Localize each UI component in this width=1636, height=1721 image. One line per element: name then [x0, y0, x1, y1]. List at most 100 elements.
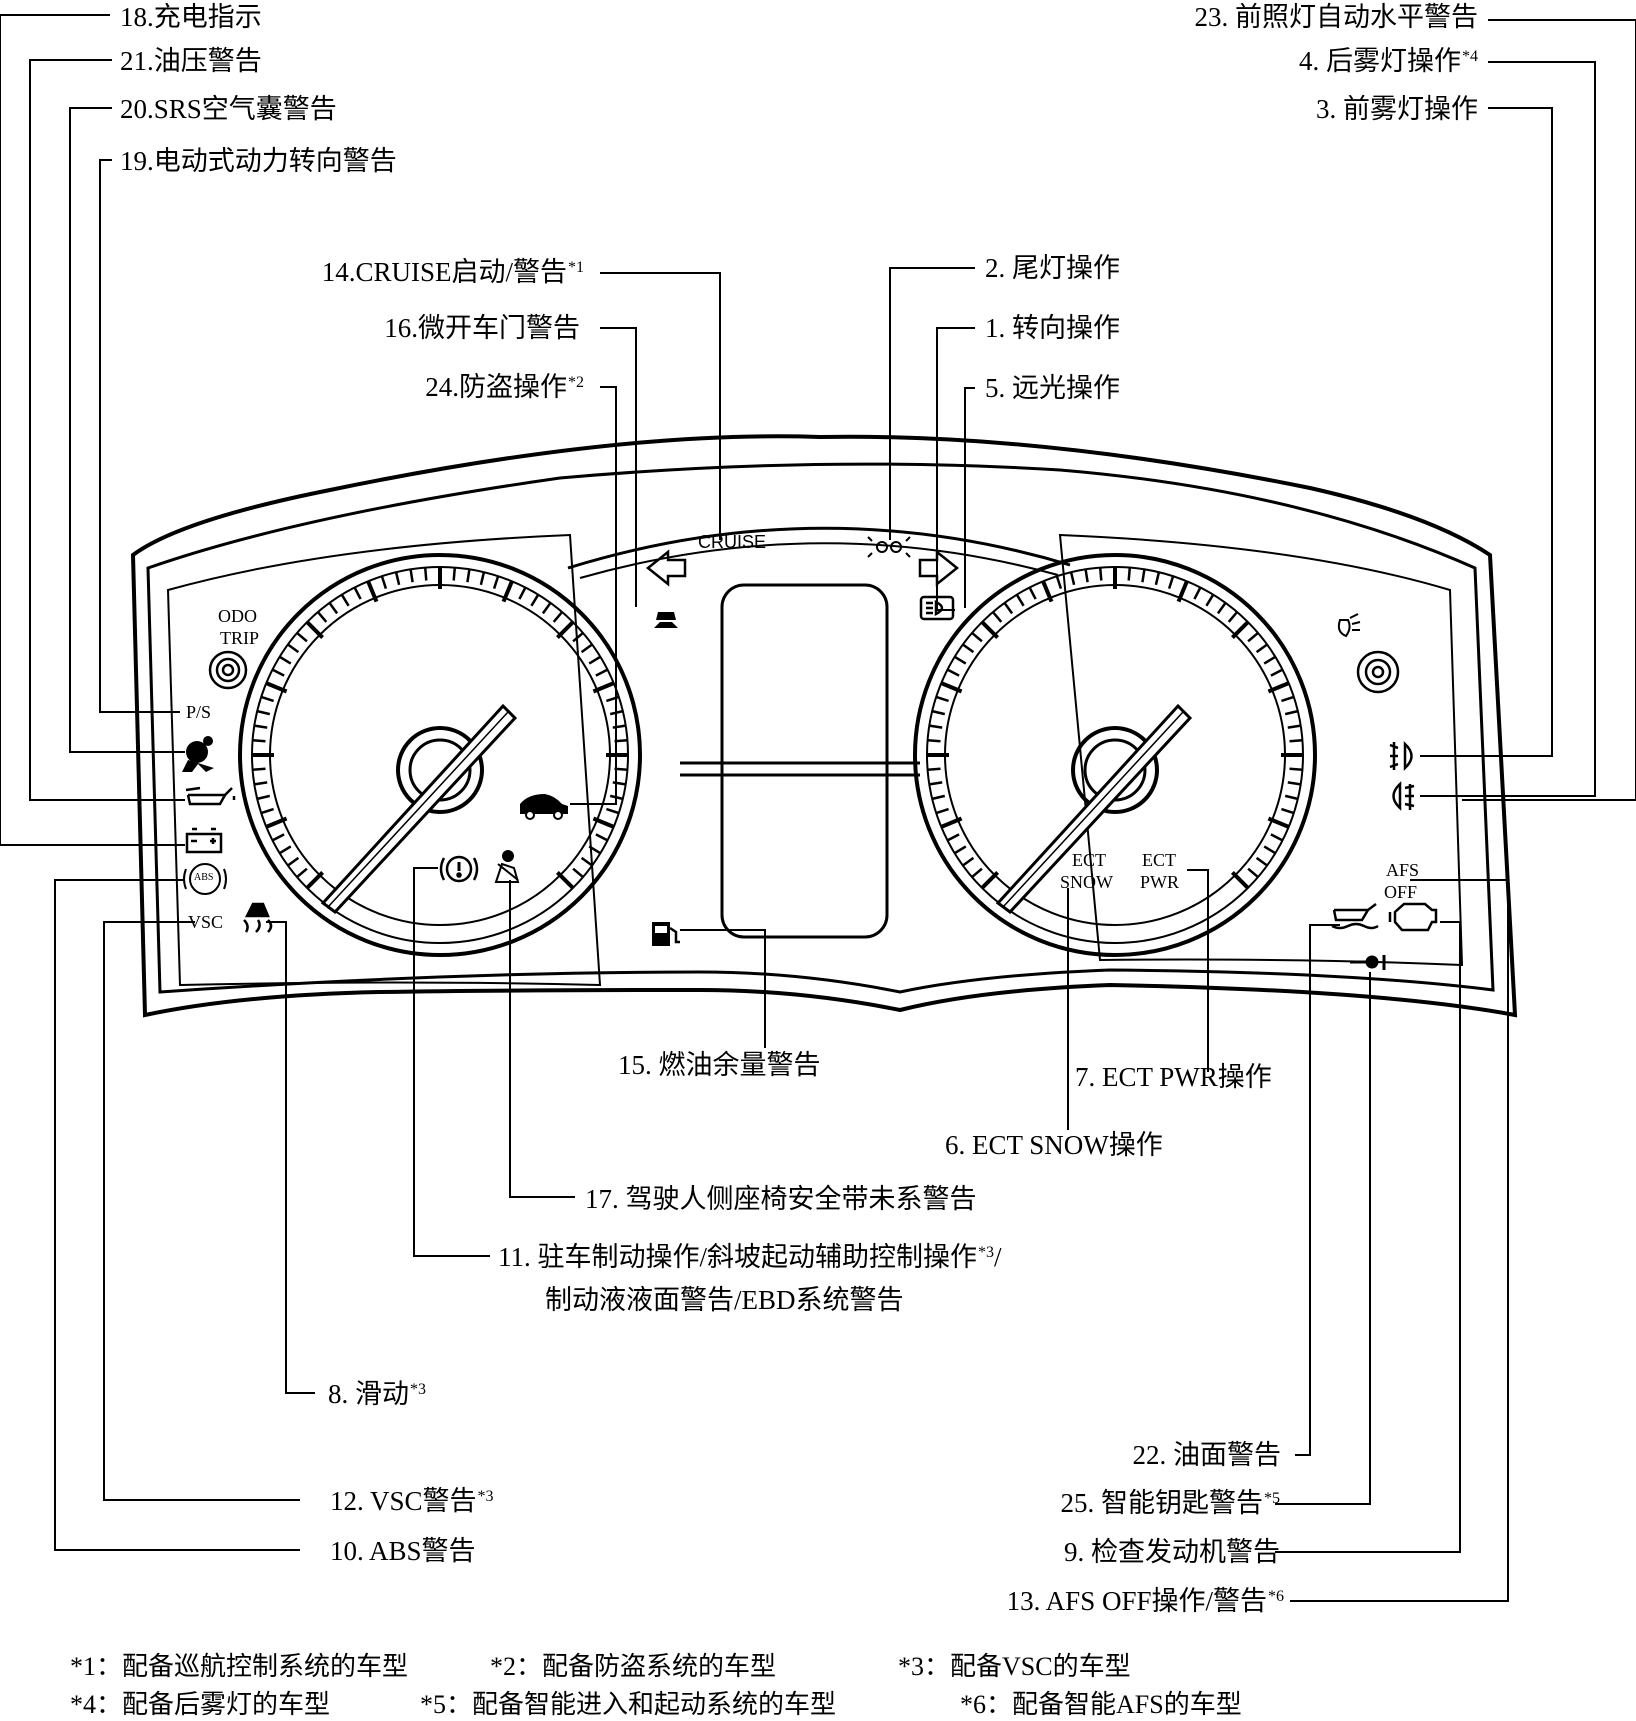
gauge-tick: [541, 602, 552, 615]
gauge-tick: [962, 643, 975, 654]
gauge-tick: [612, 781, 626, 786]
gauge-tick: [612, 724, 626, 729]
gauge-tick: [452, 567, 457, 581]
gauge-tick: [254, 724, 268, 729]
gauge-tick: [265, 681, 288, 694]
gauge-tick: [1098, 567, 1103, 581]
gauge-tick: [271, 833, 285, 842]
gauge-tick: [1281, 807, 1295, 815]
seatbelt-icon: [494, 850, 520, 883]
callout-7: 7. ECT PWR操作: [1075, 1062, 1272, 1092]
brake-icon: [439, 855, 479, 883]
gauge-tick: [328, 602, 339, 615]
gauge-tick: [588, 845, 601, 855]
gauge-tick: [927, 767, 941, 772]
gauge-tick: [1167, 575, 1175, 589]
gauge-tick: [1230, 870, 1250, 890]
odo-knob-icon[interactable]: [208, 650, 248, 690]
gauge-tick: [380, 575, 388, 589]
gauge-tick: [260, 695, 274, 703]
gauge-tick: [530, 594, 540, 607]
callout-11: 11. 驻车制动操作/斜坡起动辅助控制操作*3/: [498, 1242, 1002, 1272]
gauge-tick: [935, 695, 949, 703]
gauge-tick: [962, 856, 975, 867]
callout-2: 2. 尾灯操作: [985, 253, 1120, 283]
callout-25: 25. 智能钥匙警告*5: [1060, 1488, 1281, 1518]
left-gauge: [238, 553, 642, 957]
gauge-tick: [256, 709, 271, 716]
gauge-tick: [940, 816, 963, 829]
gauge-tick: [296, 631, 308, 643]
gauge-tick: [595, 668, 609, 677]
ect-snow-label-2: SNOW: [1060, 872, 1113, 892]
gauge-tick: [279, 845, 292, 855]
gauge-tick: [954, 845, 967, 855]
gauge-tick: [466, 569, 471, 583]
gauge-tick: [287, 856, 300, 867]
gauge-tick: [1284, 794, 1299, 801]
battery-icon: [185, 827, 223, 854]
gauge-tick: [1287, 724, 1301, 729]
gauge-tick: [1255, 643, 1268, 654]
callout-5: 5. 远光操作: [985, 373, 1120, 403]
afs-label-1: AFS: [1386, 860, 1420, 880]
gauge-tick: [555, 870, 575, 890]
gauge-tick: [991, 611, 1003, 623]
gauge-tick: [340, 594, 350, 607]
gauge-tick: [1227, 611, 1239, 623]
turn-left-icon: [645, 549, 687, 587]
fuel-icon: [652, 922, 680, 946]
footnote-2: *2：配备防盗系统的车型: [490, 1652, 777, 1681]
gauge-tick: [394, 571, 401, 586]
gauge-tick: [931, 794, 946, 801]
gauge-tick: [1289, 738, 1303, 743]
gauge-tick: [1205, 594, 1215, 607]
callout-19: 19.电动式动力转向警告: [120, 146, 397, 176]
gauge-tick: [1084, 569, 1089, 583]
gauge-tick: [929, 781, 943, 786]
gauge-tick: [1127, 567, 1132, 581]
gauge-tick: [592, 816, 615, 829]
gauge-tick: [946, 668, 960, 677]
gauge-tick: [1055, 575, 1063, 589]
gauge-tick: [271, 668, 285, 677]
gauge-tick: [1193, 586, 1202, 600]
gauge-tick: [946, 833, 960, 842]
center-display: [680, 583, 920, 939]
gauge-tick: [1003, 602, 1014, 615]
gauge-tick: [1267, 816, 1290, 829]
gauge-tick: [492, 575, 500, 589]
headlight-level-icon: [1337, 613, 1361, 638]
leader-lines: [0, 14, 1636, 1602]
gauge-tick: [606, 807, 620, 815]
dimmer-knob-icon[interactable]: [1356, 650, 1400, 694]
gauge-tick: [409, 569, 414, 583]
gauge-tick: [1028, 586, 1037, 600]
callout-11-line2: 制动液液面警告/EBD系统警告: [545, 1285, 904, 1315]
abs-label: ABS: [194, 872, 214, 883]
gauge-tick: [254, 781, 268, 786]
gauge-tick: [1247, 631, 1259, 643]
oil-level-icon: [1331, 903, 1379, 930]
tail-light-icon: [867, 536, 911, 558]
ect-snow-label-1: ECT: [1072, 850, 1106, 870]
gauge-tick: [305, 870, 325, 890]
gauge-tick: [595, 833, 609, 842]
oil-pressure-icon: [185, 786, 236, 806]
gauge-tick: [1069, 571, 1076, 586]
callout-10: 10. ABS警告: [330, 1536, 476, 1566]
footnote-3: *3：配备VSC的车型: [898, 1652, 1131, 1681]
gauge-tick: [940, 681, 963, 694]
gauge-tick: [1281, 695, 1295, 703]
gauge-tick: [1263, 655, 1276, 665]
ps-label: P/S: [186, 702, 212, 722]
footnote-5: *5：配备智能进入和起动系统的车型: [420, 1690, 837, 1719]
gauge-tick: [980, 620, 1000, 640]
rear-fog-icon: [1392, 781, 1415, 811]
gauge-tick: [1270, 833, 1284, 842]
cluster-housing: [130, 434, 1518, 1018]
front-fog-icon: [1389, 741, 1413, 771]
trip-label: TRIP: [220, 628, 260, 648]
vsc-label: VSC: [188, 912, 224, 932]
